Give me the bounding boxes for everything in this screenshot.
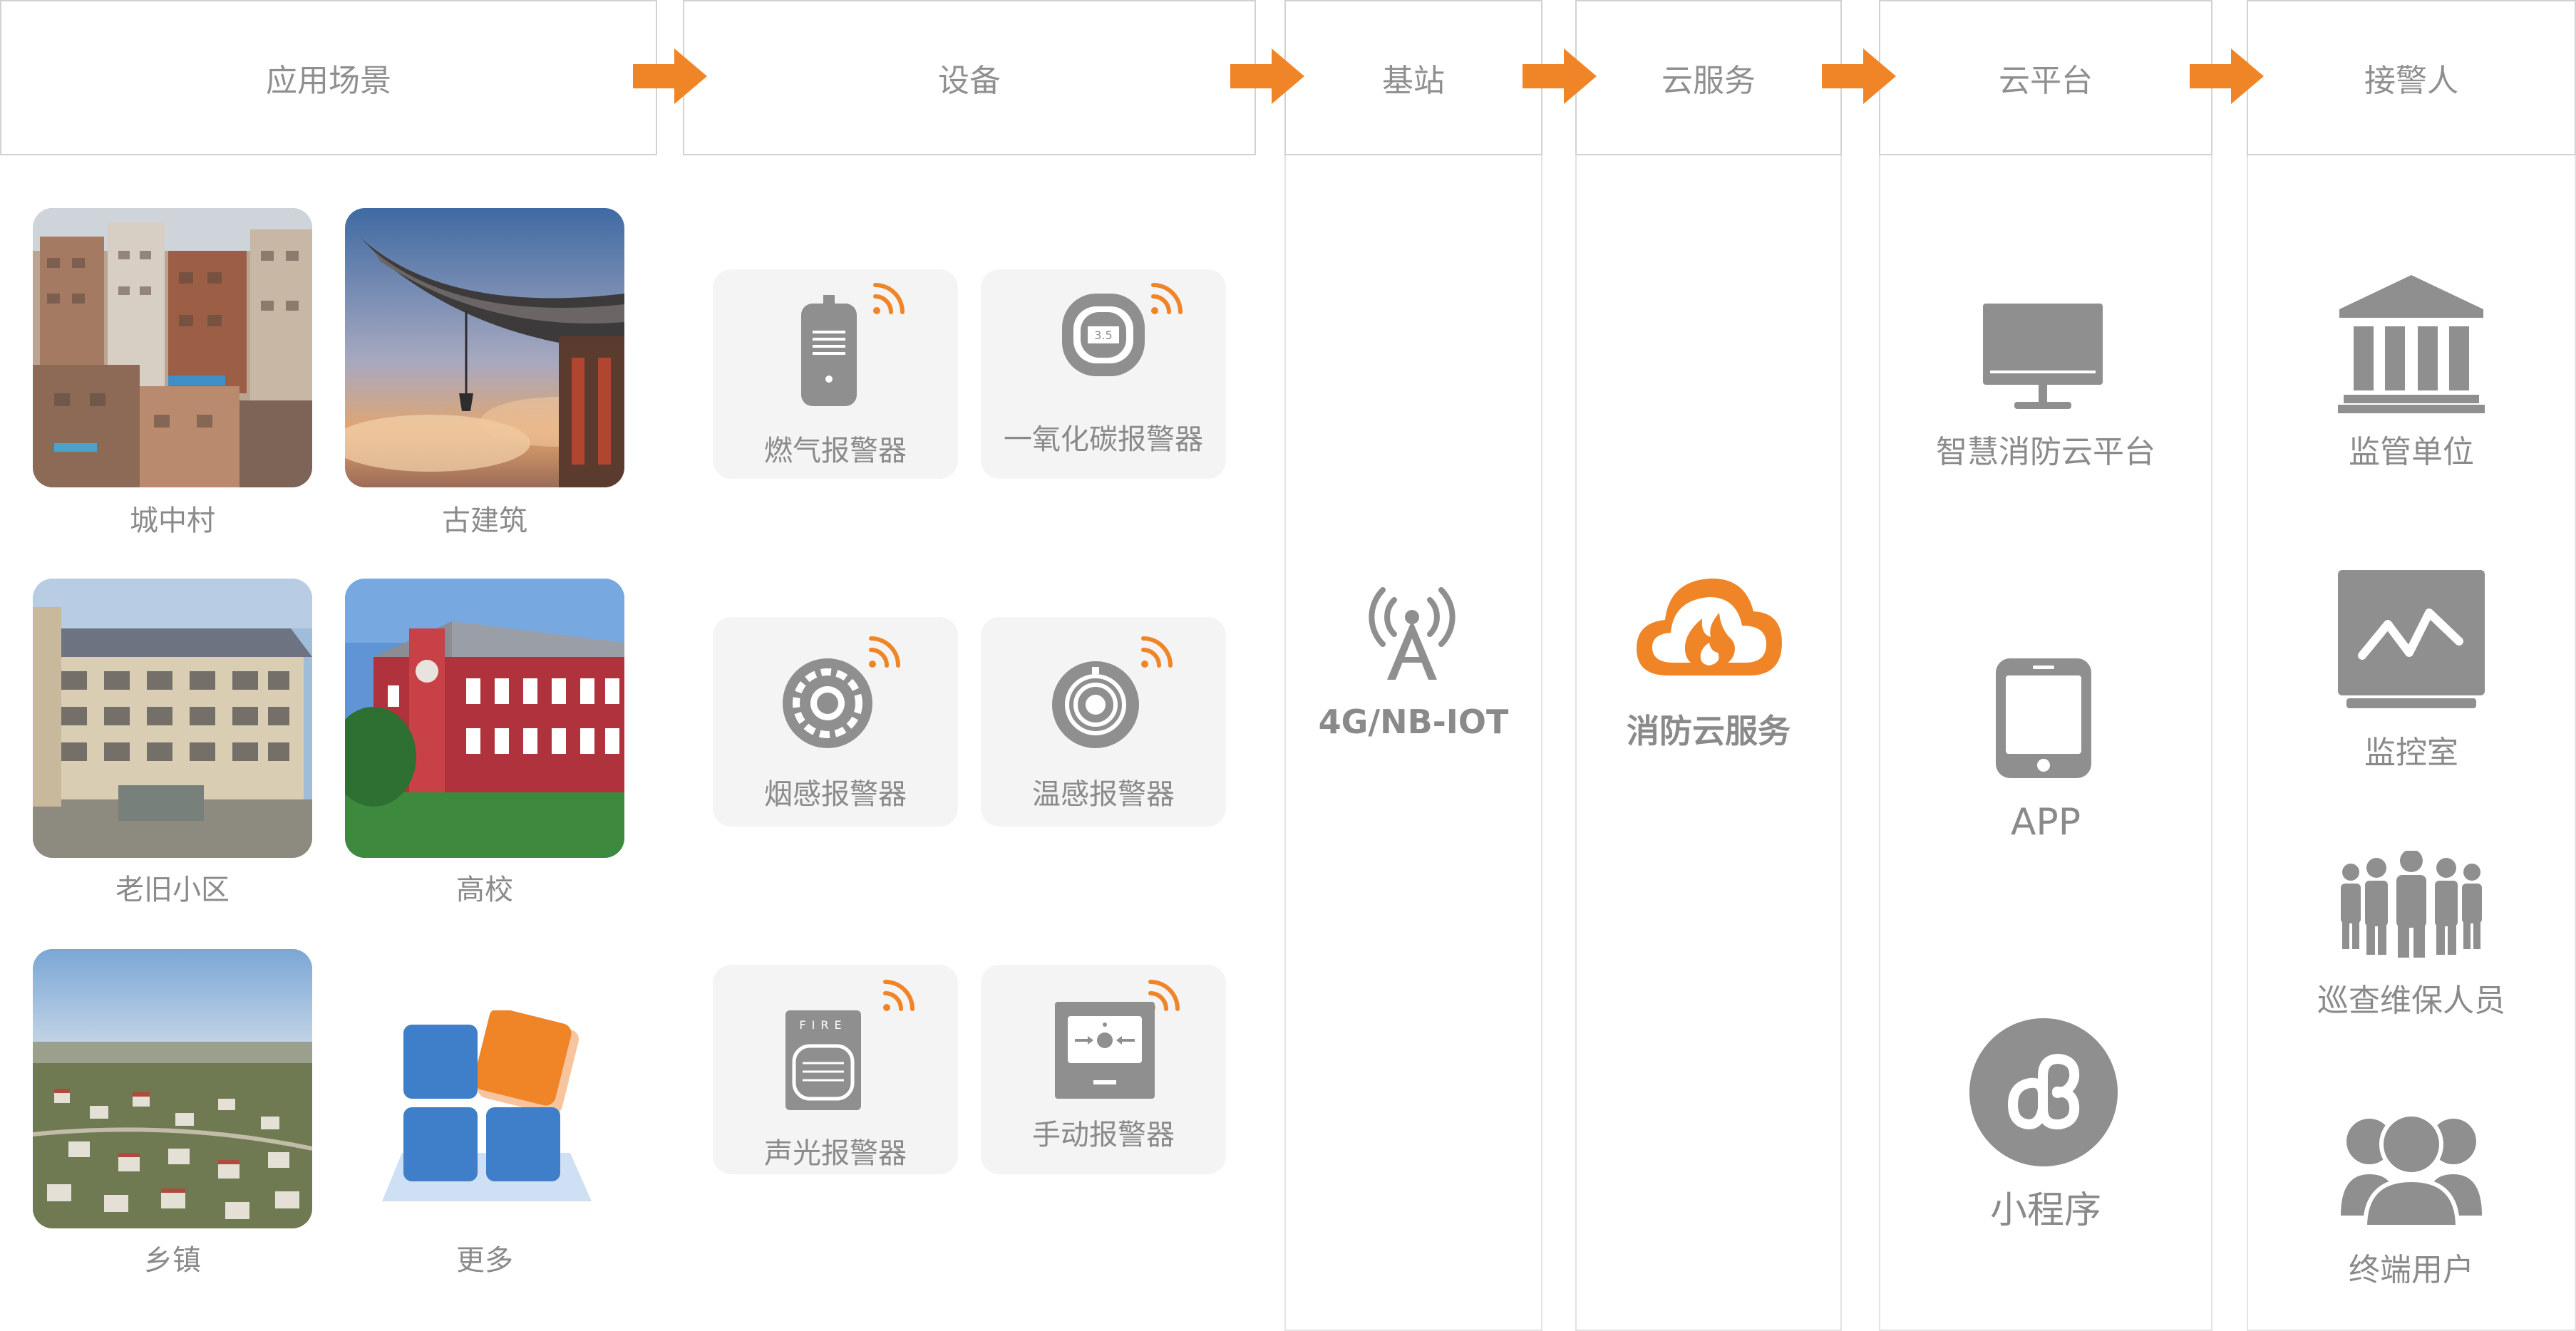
column-cloud-platform	[1879, 155, 2212, 1331]
co-detector-icon: 3.5	[1062, 294, 1145, 376]
receiver-label: 终端用户	[2349, 1252, 2474, 1288]
wireless-signal-icon	[1151, 283, 1183, 314]
scene-caption: 古建筑	[442, 504, 527, 537]
wireless-signal-icon	[883, 980, 915, 1011]
platform-label: APP	[2010, 801, 2081, 844]
scene-caption: 城中村	[130, 504, 215, 537]
wireless-signal-icon	[869, 636, 900, 668]
device-card-gas[interactable]: 燃气报警器	[713, 269, 958, 479]
flow-arrow-icon	[1230, 48, 1304, 104]
column-cloud-service	[1575, 155, 1842, 1331]
device-label: 温感报警器	[1032, 778, 1175, 811]
cell-tower-icon	[1369, 587, 1456, 680]
header-cloud-service: 云服务	[1575, 0, 1842, 155]
header-scenes: 应用场景	[0, 0, 657, 155]
device-label: 一氧化碳报警器	[1004, 423, 1203, 456]
monitor-icon	[1983, 304, 2103, 409]
cloud-service-label: 消防云服务	[1627, 712, 1791, 750]
sound-light-alarm-icon: FIRE	[785, 1010, 861, 1110]
manual-call-point-icon	[1055, 1002, 1155, 1099]
svg-text:FIRE: FIRE	[799, 1018, 847, 1032]
device-label: 燃气报警器	[764, 435, 907, 467]
scene-caption: 乡镇	[144, 1244, 201, 1277]
receiver-label: 监管单位	[2349, 434, 2474, 470]
more-apps-icon[interactable]	[378, 1008, 592, 1203]
header-devices: 设备	[683, 0, 1256, 155]
mobile-app-icon	[1996, 658, 2091, 778]
smoke-detector-icon	[783, 658, 872, 748]
mini-program-icon	[1969, 1018, 2118, 1166]
maintenance-team-icon	[2341, 851, 2482, 958]
device-card-manual[interactable]: 手动报警器	[981, 965, 1226, 1174]
device-card-sound-light[interactable]: FIRE 声光报警器	[713, 965, 958, 1174]
scene-ancient-building-image	[345, 208, 624, 487]
receiver-label: 巡查维保人员	[2317, 983, 2505, 1019]
flow-arrow-icon	[633, 48, 707, 104]
fire-cloud-icon	[1637, 578, 1782, 675]
device-label: 烟感报警器	[764, 778, 907, 811]
flow-arrow-icon	[1822, 48, 1896, 104]
device-card-co[interactable]: 3.5 一氧化碳报警器	[981, 269, 1226, 479]
wireless-signal-icon	[873, 283, 905, 314]
scene-university-image	[345, 579, 624, 858]
scene-urban-village-image	[33, 208, 312, 487]
station-label: 4G/NB-IOT	[1318, 703, 1509, 741]
flow-arrow-icon	[2190, 48, 2264, 104]
scene-caption: 更多	[456, 1244, 513, 1277]
wireless-signal-icon	[1141, 636, 1173, 668]
svg-text:3.5: 3.5	[1094, 328, 1112, 342]
header-station: 基站	[1284, 0, 1542, 155]
gas-detector-icon	[801, 295, 857, 406]
receiver-label: 监控室	[2364, 735, 2458, 771]
end-users-icon	[2341, 1112, 2482, 1227]
scene-township-image	[33, 949, 312, 1228]
column-station	[1284, 155, 1542, 1331]
header-receiver: 接警人	[2247, 0, 2576, 155]
government-building-icon	[2338, 275, 2485, 413]
device-card-smoke[interactable]: 烟感报警器	[713, 617, 958, 827]
header-cloud-platform: 云平台	[1879, 0, 2212, 155]
flow-arrow-icon	[1523, 48, 1597, 104]
heat-detector-icon	[1052, 661, 1139, 748]
platform-label: 小程序	[1989, 1189, 2101, 1232]
column-receiver	[2247, 155, 2576, 1331]
platform-label: 智慧消防云平台	[1936, 434, 2155, 470]
scene-old-community-image	[33, 579, 312, 858]
device-label: 手动报警器	[1032, 1119, 1175, 1151]
scene-caption: 老旧小区	[115, 874, 230, 906]
device-card-heat[interactable]: 温感报警器	[981, 617, 1226, 827]
monitoring-screen-icon	[2338, 570, 2485, 708]
scene-caption: 高校	[456, 874, 513, 906]
device-label: 声光报警器	[764, 1137, 907, 1170]
